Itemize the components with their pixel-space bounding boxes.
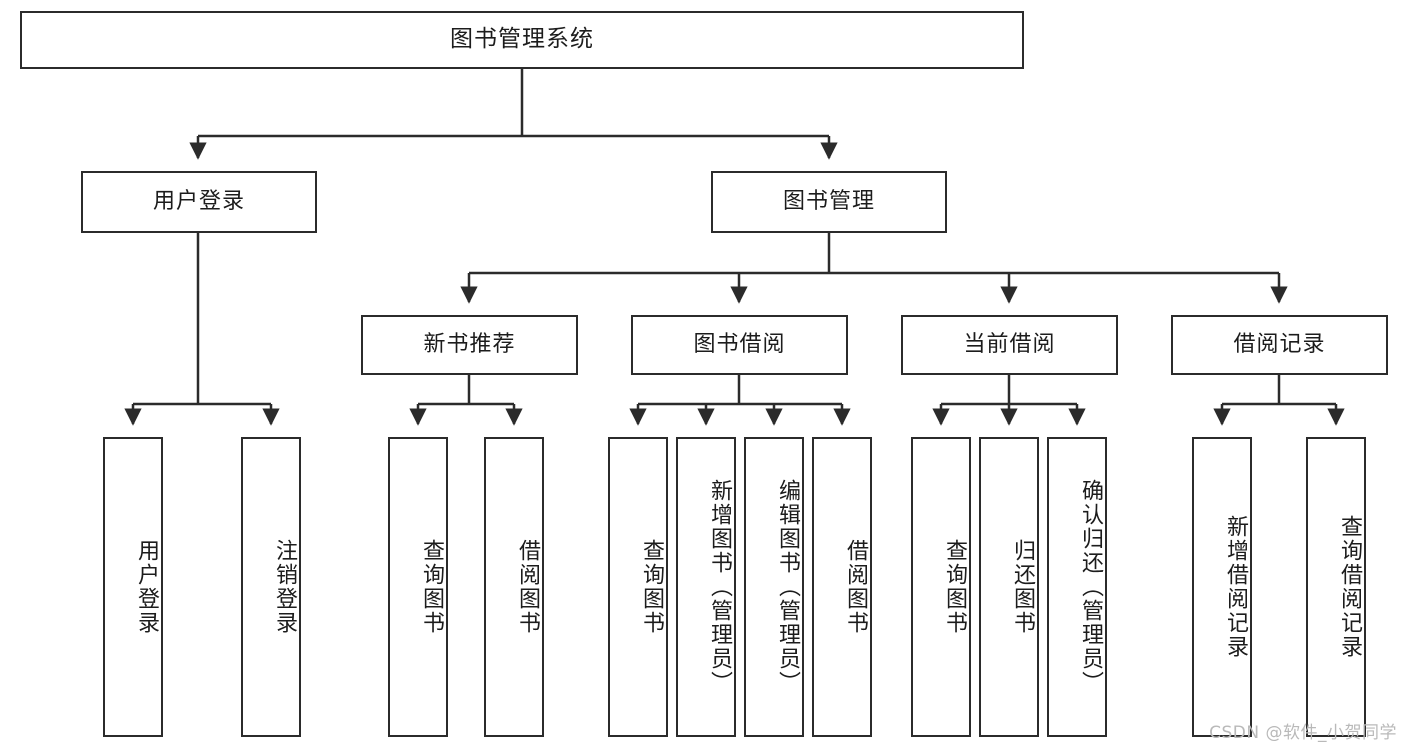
node-label: 注销登录 xyxy=(272,539,297,635)
node-label: 查询图书 xyxy=(639,539,664,635)
node-book-borrow[interactable]: 图书借阅 xyxy=(631,315,848,375)
node-book-management[interactable]: 图书管理 xyxy=(711,171,947,233)
node-label: 查询图书 xyxy=(419,539,444,635)
node-label: 新书推荐 xyxy=(423,331,516,357)
leaf-borrow-book-recommend[interactable]: 借阅图书 xyxy=(484,437,544,737)
node-label: 查询图书 xyxy=(942,539,967,635)
leaf-query-book-current[interactable]: 查询图书 xyxy=(911,437,971,737)
node-label: 借阅图书 xyxy=(515,539,540,635)
leaf-edit-book-admin[interactable]: 编辑图书（管理员） xyxy=(744,437,804,737)
node-borrow-record[interactable]: 借阅记录 xyxy=(1171,315,1388,375)
leaf-logout-login[interactable]: 注销登录 xyxy=(241,437,301,737)
leaf-query-book-borrow[interactable]: 查询图书 xyxy=(608,437,668,737)
leaf-query-borrow-record[interactable]: 查询借阅记录 xyxy=(1306,437,1366,737)
node-label: 当前借阅 xyxy=(963,331,1056,357)
node-root-library-system[interactable]: 图书管理系统 xyxy=(20,11,1024,69)
node-label: 确认归还（管理员） xyxy=(1078,479,1103,695)
node-label: 查询借阅记录 xyxy=(1337,515,1362,659)
node-label: 新增借阅记录 xyxy=(1223,515,1248,659)
node-label: 图书管理系统 xyxy=(450,26,594,53)
leaf-add-book-admin[interactable]: 新增图书（管理员） xyxy=(676,437,736,737)
leaf-user-login[interactable]: 用户登录 xyxy=(103,437,163,737)
node-label: 用户登录 xyxy=(152,188,245,214)
leaf-return-book[interactable]: 归还图书 xyxy=(979,437,1039,737)
node-label: 借阅记录 xyxy=(1233,331,1326,357)
watermark: CSDN @软件_小贺同学 xyxy=(1209,723,1397,743)
node-label: 编辑图书（管理员） xyxy=(775,479,800,695)
node-label: 图书管理 xyxy=(782,188,875,214)
node-label: 新增图书（管理员） xyxy=(707,479,732,695)
leaf-borrow-book[interactable]: 借阅图书 xyxy=(812,437,872,737)
node-new-book-recommend[interactable]: 新书推荐 xyxy=(361,315,578,375)
node-label: 归还图书 xyxy=(1010,539,1035,635)
node-label: 图书借阅 xyxy=(693,331,786,357)
leaf-confirm-return-admin[interactable]: 确认归还（管理员） xyxy=(1047,437,1107,737)
node-user-login[interactable]: 用户登录 xyxy=(81,171,317,233)
node-label: 借阅图书 xyxy=(843,539,868,635)
node-label: 用户登录 xyxy=(134,539,159,635)
node-current-borrow[interactable]: 当前借阅 xyxy=(901,315,1118,375)
leaf-add-borrow-record[interactable]: 新增借阅记录 xyxy=(1192,437,1252,737)
leaf-query-book-recommend[interactable]: 查询图书 xyxy=(388,437,448,737)
